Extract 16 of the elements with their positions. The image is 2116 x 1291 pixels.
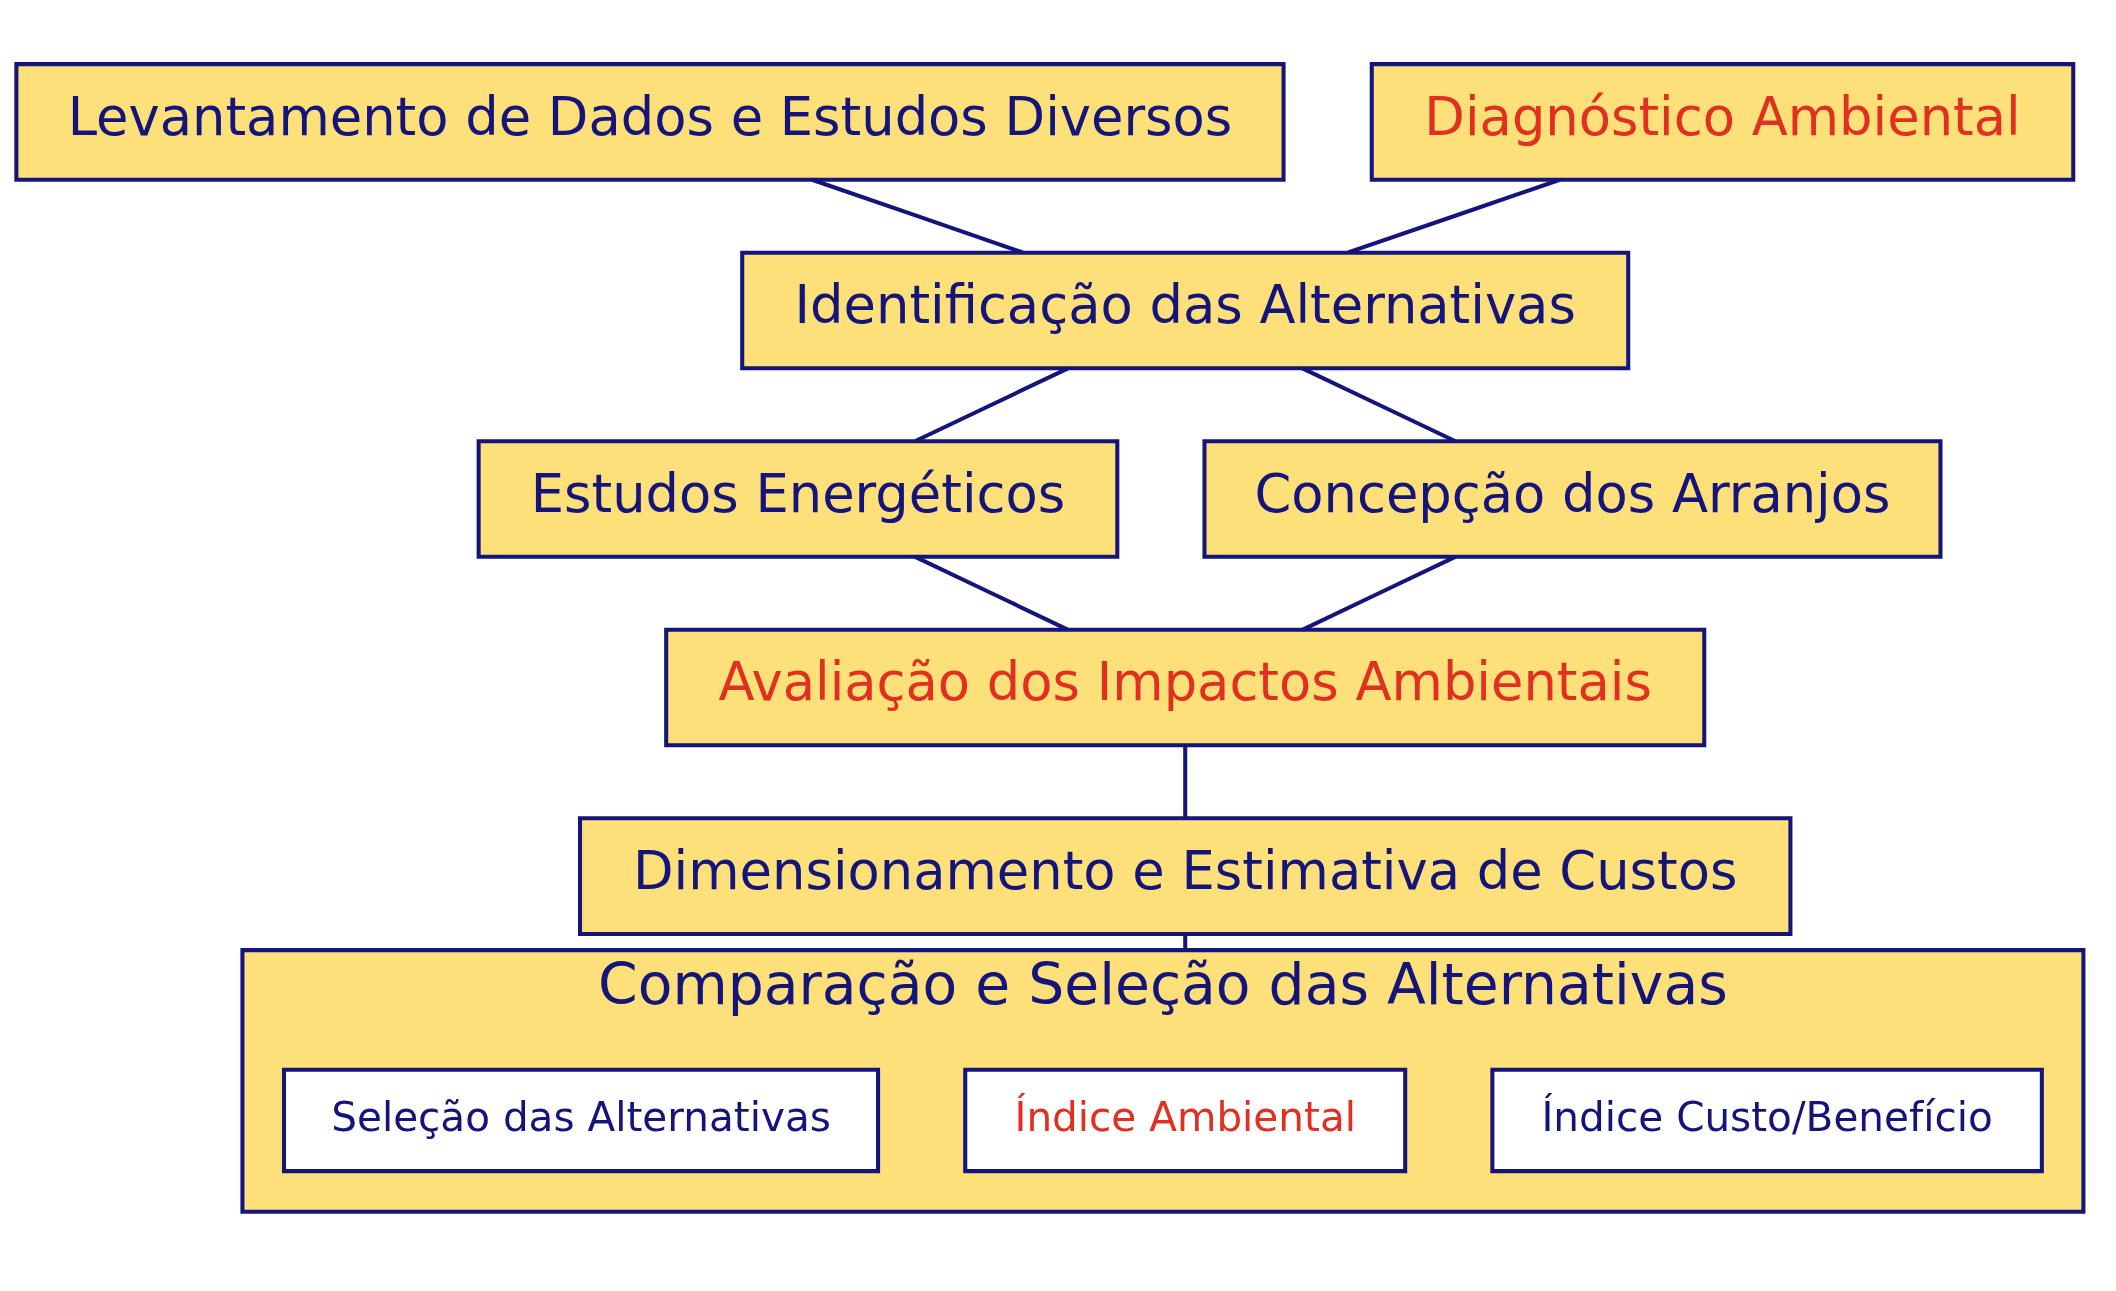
node-box: Estudos Energéticos: [476, 438, 1120, 559]
node-box: Seleção das Alternativas: [282, 1067, 881, 1173]
connector: [811, 177, 1024, 254]
node-box: Índice Ambiental: [963, 1067, 1408, 1173]
connector: [1301, 366, 1456, 443]
node-box: Avaliação dos Impactos Ambientais: [664, 627, 1707, 747]
node-box: Identificação das Alternativas: [740, 250, 1631, 370]
connector: [1347, 177, 1561, 254]
connector: [914, 366, 1069, 443]
node-box: Diagnóstico Ambiental: [1369, 61, 2076, 182]
connector: [1183, 933, 1188, 950]
node-box: Concepção dos Arranjos: [1202, 438, 1943, 559]
connector: [1183, 745, 1188, 818]
node-box: Levantamento de Dados e Estudos Diversos: [14, 61, 1286, 182]
node-box: Índice Custo/Benefício: [1490, 1067, 2044, 1173]
node-box: Dimensionamento e Estimativa de Custos: [578, 815, 1793, 936]
